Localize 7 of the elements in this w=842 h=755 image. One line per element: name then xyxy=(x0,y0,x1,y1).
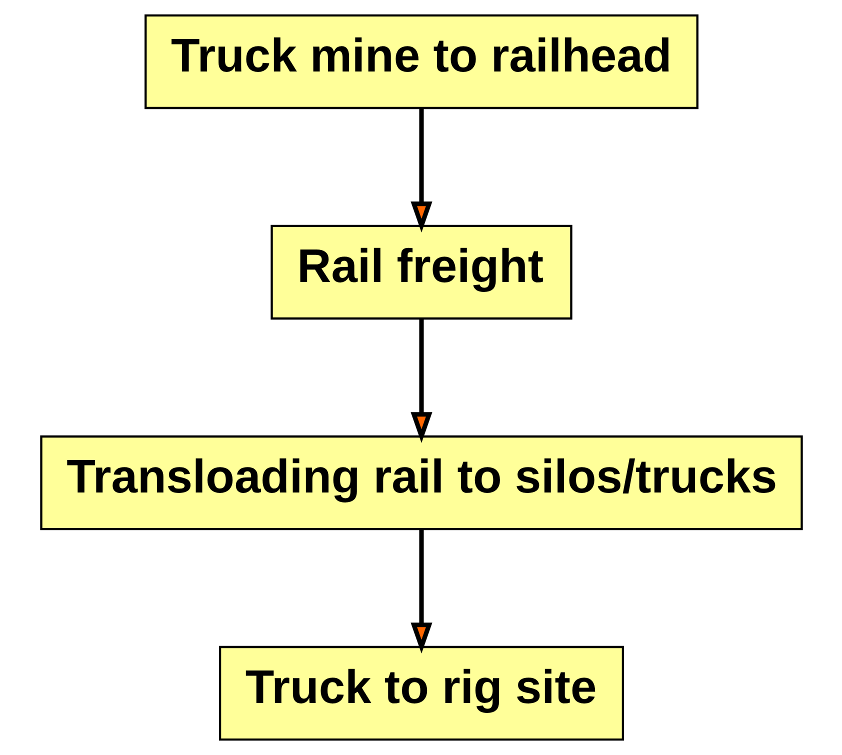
node-box: Truck mine to railhead xyxy=(144,14,698,110)
arrow xyxy=(410,318,432,443)
node-box: Transloading rail to silos/trucks xyxy=(40,435,802,530)
arrow xyxy=(410,108,432,232)
node-box: Rail freight xyxy=(270,224,572,320)
node-box: Truck to rig site xyxy=(218,646,624,741)
arrow xyxy=(410,529,432,654)
